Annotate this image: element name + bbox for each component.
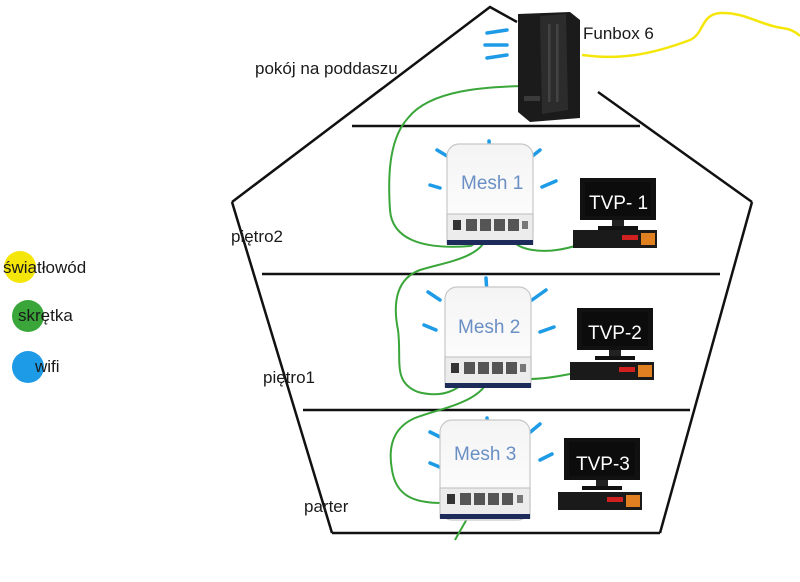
house-outline [230, 5, 754, 535]
floor-label-second: piętro2 [231, 227, 283, 246]
floor-label-ground: parter [304, 497, 349, 516]
ethernet-cable-mesh1-mesh2 [394, 231, 489, 396]
legend: światłowód skrętka wifi [3, 251, 86, 383]
tv-3 [558, 438, 642, 510]
tv-2-label: TVP-2 [588, 323, 642, 344]
mesh-1-device [446, 143, 534, 245]
legend-ethernet-label: skrętka [18, 306, 73, 325]
tv-1-label: TVP- 1 [589, 193, 648, 214]
floor-label-attic: pokój na poddaszu [255, 59, 398, 78]
legend-wifi-swatch [12, 351, 44, 383]
legend-fiber-label: światłowód [3, 258, 86, 277]
legend-wifi-label: wifi [34, 357, 60, 376]
mesh-3-device [439, 419, 531, 521]
legend-ethernet-swatch [12, 300, 44, 332]
router-label: Funbox 6 [583, 24, 654, 43]
mesh-2-label: Mesh 2 [458, 317, 520, 338]
funbox-router [518, 12, 580, 122]
mesh-2-wifi-waves [422, 276, 556, 334]
mesh-1-label: Mesh 1 [461, 173, 523, 194]
tv-1 [573, 178, 657, 248]
ethernet-cable-router-mesh1 [388, 85, 536, 248]
floor-label-first: piętro1 [263, 368, 315, 387]
router-wifi-waves [483, 28, 509, 60]
mesh-2-device [444, 286, 532, 388]
mesh-3-label: Mesh 3 [454, 444, 516, 465]
floor-divider [262, 124, 720, 412]
fiber-cable [581, 11, 800, 59]
legend-fiber-swatch [4, 251, 36, 283]
tv-3-label: TVP-3 [576, 454, 630, 475]
tv-2 [570, 308, 654, 380]
